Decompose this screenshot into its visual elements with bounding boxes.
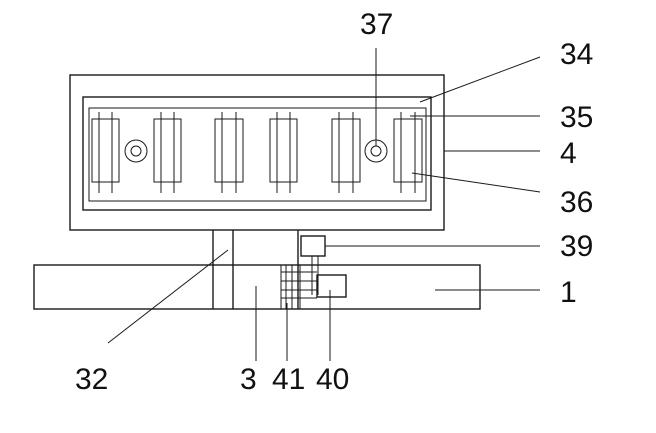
cylinder-2 bbox=[153, 118, 182, 183]
label-3: 3 bbox=[240, 363, 257, 396]
label-40: 40 bbox=[316, 363, 349, 396]
label-32: 32 bbox=[75, 363, 108, 396]
label-34: 34 bbox=[560, 38, 593, 71]
inner-panel bbox=[88, 107, 427, 202]
cylinder-3 bbox=[214, 118, 244, 183]
label-36: 36 bbox=[560, 186, 593, 219]
label-4: 4 bbox=[560, 137, 577, 170]
label-37: 37 bbox=[360, 8, 393, 41]
label-39: 39 bbox=[560, 230, 593, 263]
label-35: 35 bbox=[560, 101, 593, 134]
support-column bbox=[212, 230, 299, 309]
cylinder-5 bbox=[331, 118, 361, 183]
motor-40 bbox=[316, 274, 347, 298]
base-plate bbox=[33, 264, 481, 310]
cylinder-6 bbox=[393, 118, 423, 183]
outer-housing bbox=[69, 74, 445, 231]
cylinder-1 bbox=[91, 118, 120, 183]
sensor-39 bbox=[300, 235, 326, 257]
bolt-left bbox=[124, 139, 148, 163]
inner-frame bbox=[82, 96, 432, 211]
label-41: 41 bbox=[272, 363, 305, 396]
label-1: 1 bbox=[560, 276, 577, 309]
cylinder-group bbox=[91, 112, 423, 193]
cylinder-4 bbox=[269, 118, 298, 183]
leader-lines bbox=[107, 48, 541, 361]
gear-assembly bbox=[280, 265, 317, 309]
